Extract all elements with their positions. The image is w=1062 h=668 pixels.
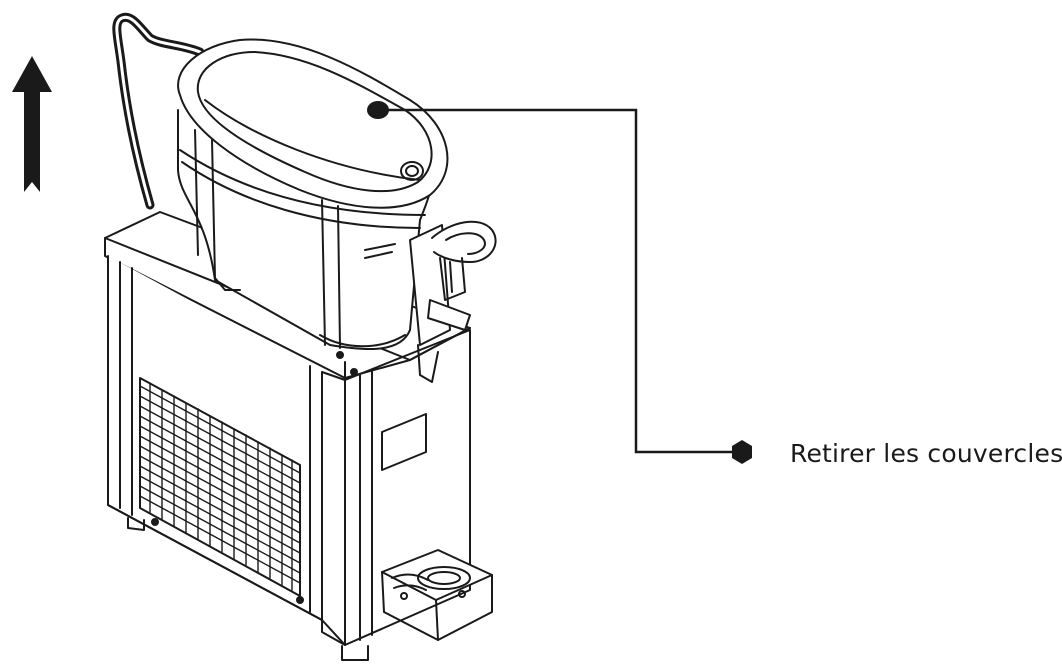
lid (177, 38, 449, 209)
callout-end-marker (732, 440, 752, 464)
dispensing-tap (409, 220, 497, 383)
callout-label: Retirer les couvercles (790, 439, 1062, 468)
callout-start-marker (367, 101, 389, 119)
power-cord (112, 12, 205, 210)
callout-leader-line (378, 108, 740, 454)
up-arrow-icon (12, 56, 52, 192)
vent-grille (139, 377, 301, 597)
drip-tray (381, 549, 493, 641)
